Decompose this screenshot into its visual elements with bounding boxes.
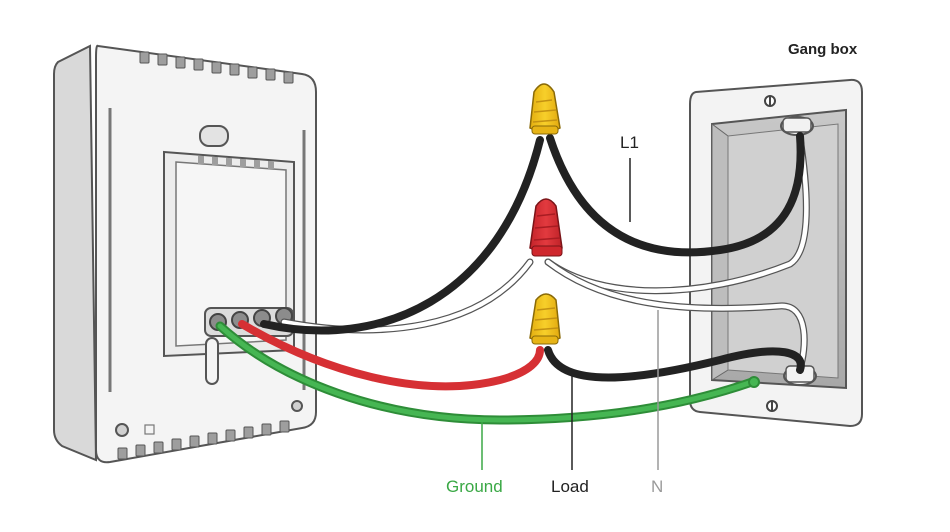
load-label: Load (551, 477, 589, 496)
wires (215, 132, 810, 425)
red-wire (238, 320, 544, 391)
n-label: N (651, 477, 663, 496)
wire-nut-top-yellow (529, 83, 561, 135)
wire-nut-bottom-yellow (529, 293, 561, 345)
l1-label: L1 (620, 133, 639, 152)
l1-wire (546, 132, 805, 257)
gang-box (689, 78, 863, 428)
leader-lines (481, 158, 659, 470)
device-back-plate (53, 44, 317, 464)
load-wire (544, 346, 805, 382)
ground-label: Ground (446, 477, 503, 496)
gang-box-label: Gang box (788, 41, 858, 58)
line-wire (260, 136, 544, 335)
wire-nut-red (529, 198, 563, 257)
